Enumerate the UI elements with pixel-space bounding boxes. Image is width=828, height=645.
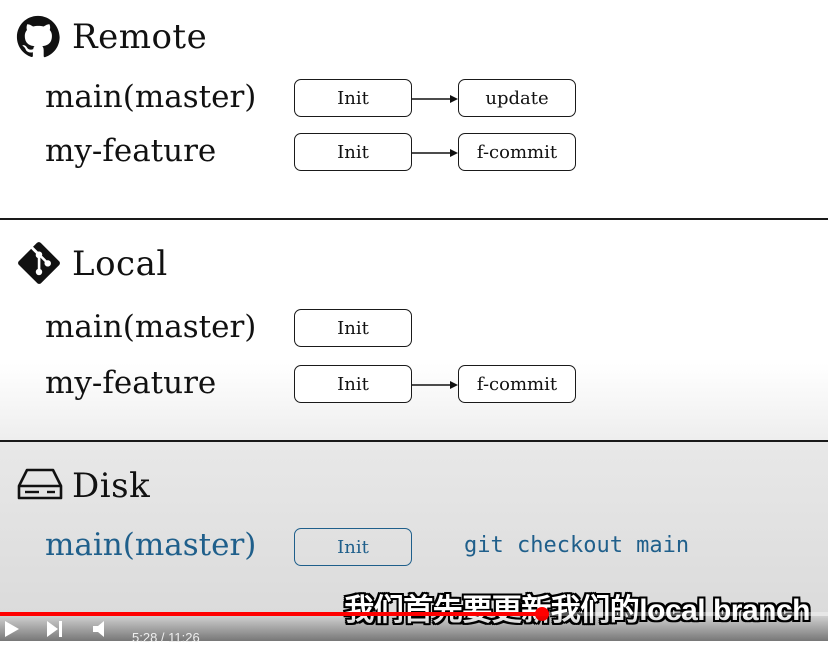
local-title: Local: [72, 244, 168, 284]
progress-played: [0, 612, 542, 616]
local-feature-commit-fcommit: f-commit: [458, 365, 576, 403]
remote-main-commit-update: update: [458, 79, 576, 117]
section-divider: [0, 218, 828, 220]
local-feature-commit-init: Init: [294, 365, 412, 403]
local-branch-main: main(master): [45, 309, 257, 345]
arrow-right-icon: [412, 95, 458, 103]
disk-branch-main: main(master): [45, 527, 257, 563]
remote-feature-commit-fcommit: f-commit: [458, 133, 576, 171]
video-subtitle: 我们首先要更新我们的local branch: [344, 594, 810, 627]
remote-feature-commit-init: Init: [294, 133, 412, 171]
section-divider: [0, 440, 828, 442]
git-command: git checkout main: [464, 533, 690, 558]
disk-section: Disk main(master) Init: [0, 442, 828, 641]
disk-drive-icon: [17, 468, 63, 500]
player-controls: 5:28 / 11:26: [0, 616, 828, 645]
github-icon: [16, 15, 60, 58]
local-main-commit-init: Init: [294, 309, 412, 347]
play-icon[interactable]: [4, 620, 20, 638]
volume-icon[interactable]: [92, 620, 112, 638]
disk-title: Disk: [72, 466, 151, 506]
remote-branch-feature: my-feature: [45, 133, 217, 169]
video-progress-bar[interactable]: [0, 607, 828, 621]
local-branch-feature: my-feature: [45, 365, 217, 401]
remote-title: Remote: [72, 17, 208, 57]
arrow-right-icon: [412, 149, 458, 157]
video-time: 5:28 / 11:26: [132, 630, 200, 645]
git-icon: [18, 242, 60, 284]
disk-main-commit-init: Init: [294, 528, 412, 566]
remote-branch-main: main(master): [45, 79, 257, 115]
local-section: Local main(master) Init my-feature Init …: [0, 220, 828, 440]
arrow-right-icon: [412, 381, 458, 389]
progress-scrubber[interactable]: [534, 607, 549, 621]
next-icon[interactable]: [46, 620, 64, 638]
remote-main-commit-init: Init: [294, 79, 412, 117]
remote-section: Remote main(master) Init update my-featu…: [0, 0, 828, 218]
